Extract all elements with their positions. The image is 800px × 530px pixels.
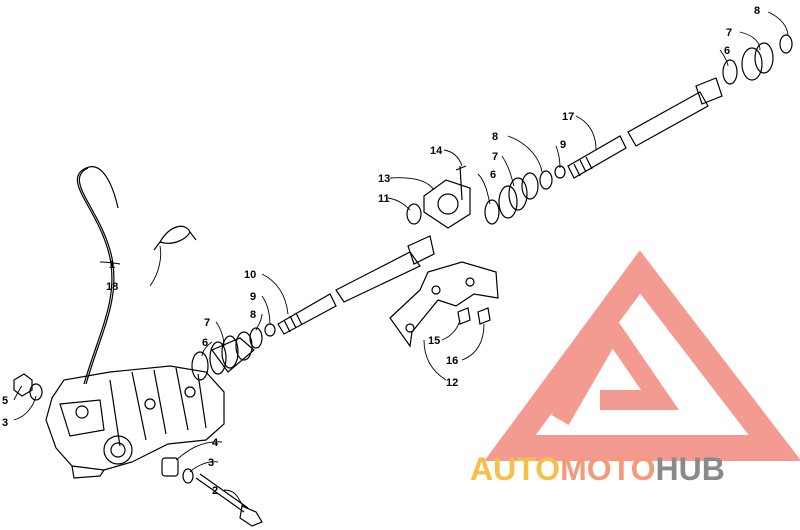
callout-4: 4 xyxy=(212,437,219,449)
callout-11: 11 xyxy=(378,193,390,205)
callout-8-upper: 8 xyxy=(754,5,760,17)
callout-9-lower: 9 xyxy=(250,291,256,303)
callout-labels: 1 18 2 3 4 5 3 6 7 8 9 10 11 13 14 15 16… xyxy=(2,5,760,497)
watermark-hub: HUB xyxy=(655,451,724,487)
callout-1: 1 xyxy=(109,259,115,271)
lower-shaft-assembly xyxy=(191,235,435,381)
callout-7-upper: 7 xyxy=(726,27,732,39)
callout-18: 18 xyxy=(106,281,118,293)
callout-10: 10 xyxy=(244,269,256,281)
callout-13: 13 xyxy=(378,173,390,185)
callout-2: 2 xyxy=(212,485,218,497)
callout-6-upper: 6 xyxy=(724,45,730,57)
mounting-hardware xyxy=(13,373,263,527)
callout-7-middle: 7 xyxy=(492,151,498,163)
upper-shaft-assembly xyxy=(484,34,793,225)
front-gear-case xyxy=(45,365,225,479)
callout-14: 14 xyxy=(430,145,443,157)
callout-5: 5 xyxy=(2,395,8,407)
callout-3-left: 3 xyxy=(2,417,8,429)
carrier-bearing-assembly xyxy=(389,165,499,348)
hose-clamp xyxy=(153,225,197,251)
watermark-auto: AUTO xyxy=(470,451,560,487)
watermark-text: AUTOMOTOHUB xyxy=(470,451,725,487)
watermark-inner-mark-icon xyxy=(551,311,679,426)
callout-7-lower: 7 xyxy=(204,317,210,329)
callout-17: 17 xyxy=(562,111,574,123)
callout-12: 12 xyxy=(446,377,458,389)
callout-8-middle: 8 xyxy=(492,131,498,143)
leader-lines xyxy=(13,11,789,509)
callout-16: 16 xyxy=(446,355,458,367)
callout-15: 15 xyxy=(428,335,440,347)
callout-9-middle: 9 xyxy=(560,139,566,151)
callout-3-right: 3 xyxy=(208,457,214,469)
callout-6-middle: 6 xyxy=(490,169,496,181)
watermark-moto: MOTO xyxy=(560,451,655,487)
callout-8-lower: 8 xyxy=(250,309,256,321)
vent-hose xyxy=(76,166,119,385)
watermark-logo xyxy=(484,250,800,461)
callout-6-lower: 6 xyxy=(202,337,208,349)
watermark-triangle-icon xyxy=(484,250,800,461)
